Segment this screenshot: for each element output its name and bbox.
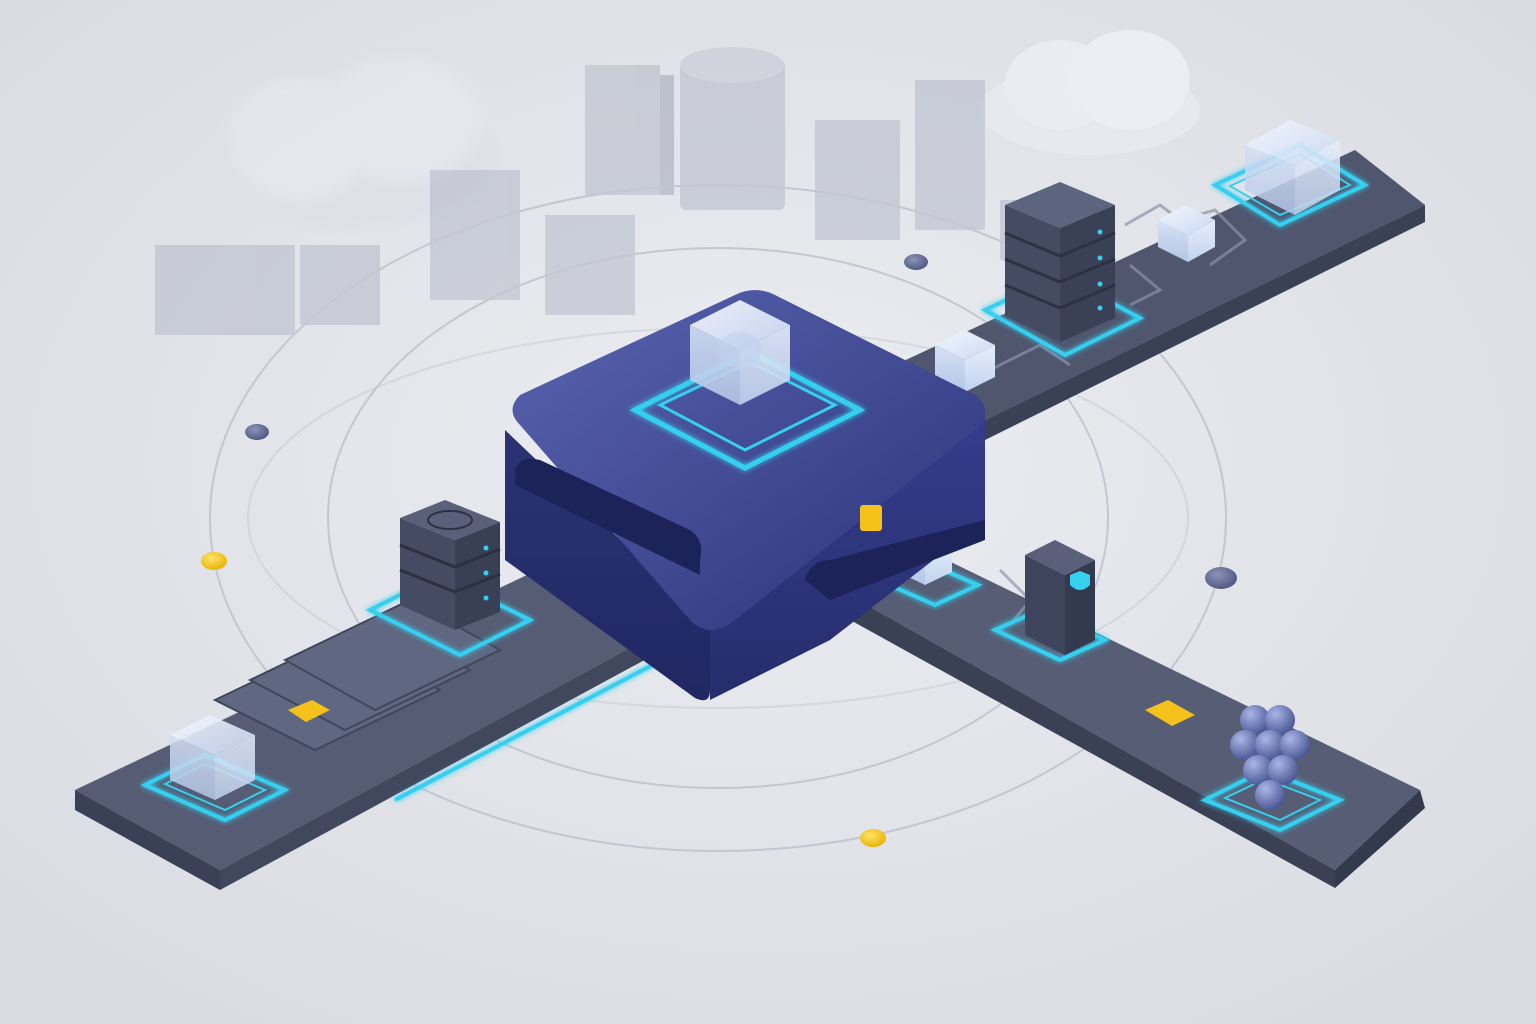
orbit-ring [209, 184, 1227, 852]
orbit-dot-yellow [860, 829, 886, 847]
faded-server-towers [155, 47, 1060, 335]
sphere-cluster-icon [1200, 705, 1345, 833]
flag-marker-icon [1145, 700, 1195, 726]
server-tower-icon [300, 245, 380, 325]
orbit-dot-blue [245, 424, 269, 440]
server-rack-icon [980, 182, 1145, 358]
server-rack-icon [365, 500, 535, 658]
server-tower-icon [545, 215, 635, 315]
flag-marker-icon [860, 505, 882, 531]
orbit-ring [327, 247, 1109, 789]
orbit-dots [201, 254, 1237, 847]
server-tower-icon [915, 80, 985, 230]
glass-cube-icon [690, 300, 790, 405]
arm-south-east [805, 527, 1425, 888]
arm-south-west [75, 500, 701, 890]
cloud-icon [980, 30, 1200, 155]
secure-server-tower-icon [990, 540, 1110, 663]
server-tower-icon [430, 170, 520, 300]
arm-north-east [895, 120, 1425, 445]
orbit-dot-blue [1205, 567, 1237, 589]
server-tower-icon [815, 120, 900, 240]
server-tower-icon [585, 65, 674, 195]
glass-cube-icon [140, 715, 290, 823]
cloud-icon [200, 60, 500, 230]
flag-marker-icon [288, 700, 330, 722]
shield-icon [1070, 571, 1090, 590]
orbit-dot-blue [904, 254, 928, 270]
server-tower-icon [680, 47, 785, 210]
central-hub [505, 290, 985, 701]
glass-cube-icon [1210, 120, 1370, 228]
server-tower-icon [155, 245, 295, 335]
orbit-dot-yellow [201, 552, 227, 570]
glow-strip [394, 638, 701, 802]
glass-cube-icon [1158, 205, 1215, 262]
